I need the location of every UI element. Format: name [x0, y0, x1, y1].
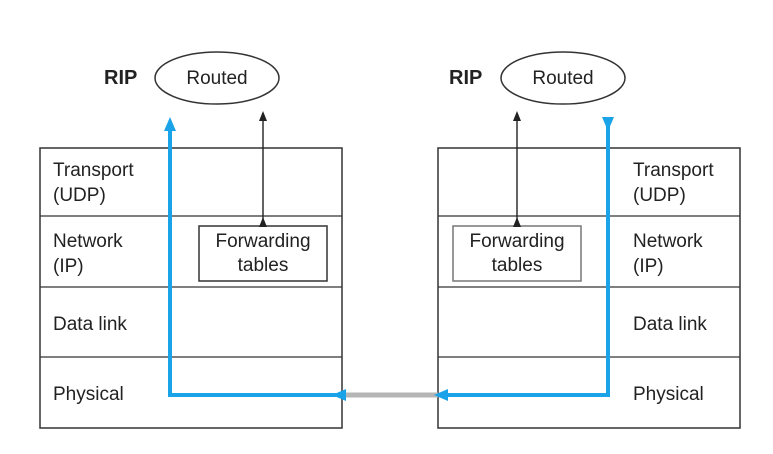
left-tables-label: tables [238, 255, 289, 276]
left-routed-ellipse [154, 51, 280, 105]
right-routed-label: Routed [532, 68, 593, 89]
left-rip-message-path [164, 117, 346, 401]
right-rip-label: RIP [449, 67, 482, 89]
left-router: RIP Routed Transport (UDP) Network (IP) … [39, 51, 343, 429]
right-transport-label: Transport [633, 160, 714, 181]
left-network-label: Network [53, 231, 123, 252]
right-network-label: Network [633, 231, 703, 252]
left-forwarding-label: Forwarding [215, 231, 310, 252]
left-rip-label: RIP [104, 67, 137, 89]
left-protocol-stack: Transport (UDP) Network (IP) Data link P… [39, 147, 343, 429]
right-tables-label: tables [492, 255, 543, 276]
right-physical-label: Physical [633, 384, 704, 405]
left-transport-protocol: (UDP) [53, 185, 106, 206]
right-protocol-stack: Transport (UDP) Network (IP) Data link P… [437, 147, 741, 429]
left-network-protocol: (IP) [53, 256, 84, 277]
right-network-protocol: (IP) [633, 256, 664, 277]
right-routed-ellipse [500, 51, 626, 105]
right-rip-message-path [434, 117, 614, 401]
left-routed-label: Routed [186, 68, 247, 89]
right-forwarding-label: Forwarding [469, 231, 564, 252]
left-transport-label: Transport [53, 160, 134, 181]
right-datalink-label: Data link [633, 314, 707, 335]
right-transport-protocol: (UDP) [633, 185, 686, 206]
right-router: RIP Routed Transport (UDP) Network (IP) … [437, 51, 741, 429]
left-datalink-label: Data link [53, 314, 127, 335]
left-physical-label: Physical [53, 384, 124, 405]
